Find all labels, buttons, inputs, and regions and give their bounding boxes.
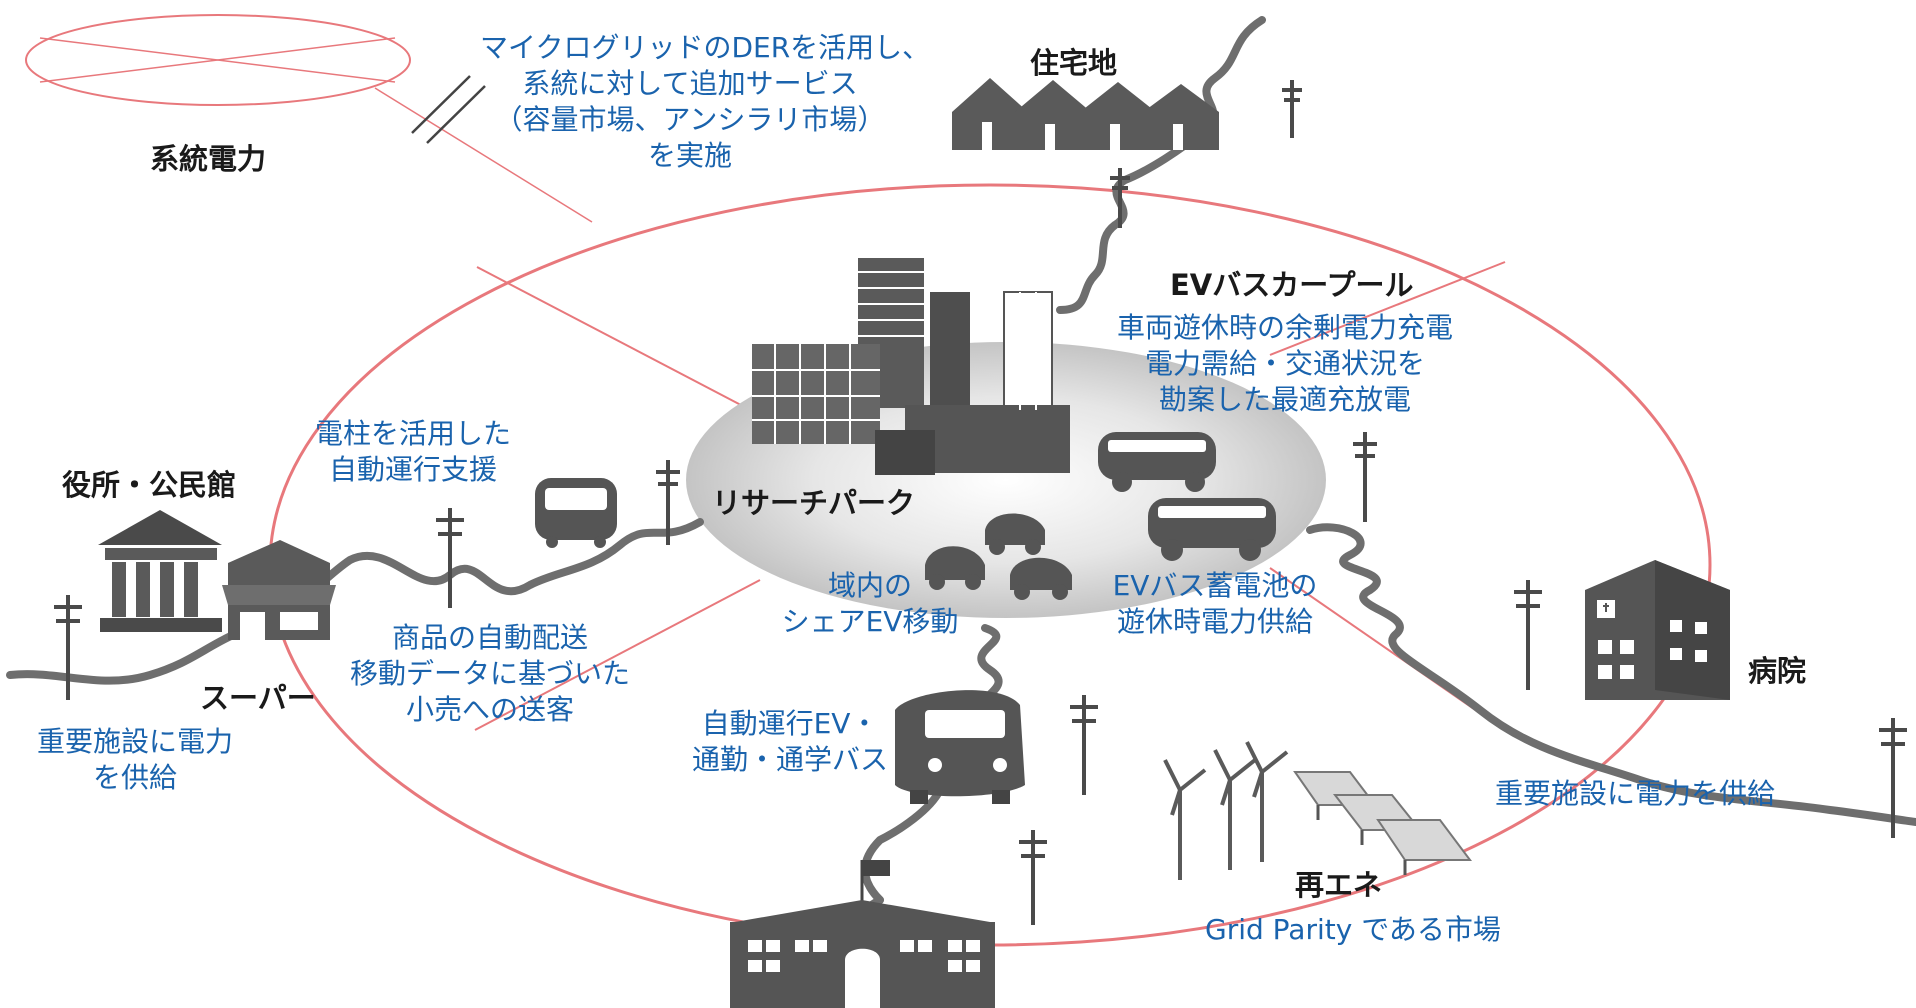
label-supermarket: スーパー (200, 681, 316, 715)
wind-turbine-icon (1163, 741, 1289, 880)
hospital-icon (1585, 560, 1730, 700)
label-critical-right: 重要施設に電力を供給 (1495, 777, 1776, 810)
der-service-line-4: を実施 (647, 139, 732, 172)
shared-ev-line-1: 域内の (827, 569, 912, 602)
label-renewable: 再エネ (1295, 868, 1383, 902)
autonomous-bus-line-1: 自動運行EV・ (701, 707, 879, 740)
critical-left-line-2: を供給 (92, 761, 177, 794)
delivery-line-2: 移動データに基づいた (349, 657, 630, 690)
label-ev-bus-pool: EVバスカープール (1170, 268, 1414, 302)
school-building-icon (730, 860, 995, 1008)
der-service-line-1: マイクログリッドのDERを活用し、 (480, 31, 931, 64)
label-ev-bus-battery: EVバス蓄電池の 遊休時電力供給 (1100, 568, 1330, 640)
der-service-line-3: （容量市場、アンシラリ市場） (494, 103, 886, 136)
label-der-service: マイクログリッドのDERを活用し、 系統に対して追加サービス （容量市場、アンシ… (480, 30, 931, 174)
der-service-line-2: 系統に対して追加サービス (522, 67, 858, 100)
label-delivery: 商品の自動配送 移動データに基づいた 小売への送客 (345, 620, 635, 728)
ev-bus-charge-line-1: 車両遊休時の余剰電力充電 (1116, 311, 1453, 344)
grid-link-icon (374, 75, 593, 223)
label-hospital: 病院 (1748, 654, 1807, 688)
commuter-bus-icon (895, 690, 1025, 804)
houses-icon (952, 78, 1219, 150)
label-ev-bus-charge: 車両遊休時の余剰電力充電 電力需給・交通状況を 勘案した最適充放電 (1085, 310, 1485, 418)
delivery-line-3: 小売への送客 (405, 693, 574, 726)
label-research-park: リサーチパーク (712, 486, 916, 520)
solar-panel-icon (1293, 771, 1472, 875)
label-residential: 住宅地 (1030, 46, 1118, 80)
label-shared-ev: 域内の シェアEV移動 (770, 568, 970, 640)
delivery-line-1: 商品の自動配送 (391, 621, 588, 654)
critical-left-line-1: 重要施設に電力 (36, 725, 233, 758)
ev-bus-battery-line-2: 遊休時電力供給 (1116, 605, 1313, 638)
label-grid-power: 系統電力 (150, 142, 267, 176)
ev-bus-charge-line-2: 電力需給・交通状況を (1144, 347, 1425, 380)
shared-ev-line-2: シェアEV移動 (781, 605, 959, 638)
label-city-hall: 役所・公民館 (62, 468, 237, 502)
autonomous-shuttle-icon (535, 478, 617, 548)
autonomous-bus-line-2: 通勤・通学バス (691, 743, 888, 776)
label-grid-parity: Grid Parity である市場 (1205, 913, 1501, 946)
supermarket-icon (222, 540, 336, 640)
label-autonomous-bus: 自動運行EV・ 通勤・通学バス (690, 706, 890, 778)
ev-bus-charge-line-3: 勘案した最適充放電 (1158, 383, 1411, 416)
grid-power-icon (25, 14, 411, 106)
utility-pole-icon (54, 80, 1907, 925)
pole-autonomous-line-2: 自動運行支援 (328, 453, 497, 486)
city-hall-icon (98, 510, 222, 632)
shared-ev-car-icon (925, 513, 1072, 600)
research-buildings-icon (752, 258, 1070, 475)
ev-bus-battery-line-1: EVバス蓄電池の (1112, 569, 1318, 602)
ev-bus-windows-icon (1108, 440, 1266, 518)
label-critical-left: 重要施設に電力 を供給 (20, 724, 250, 796)
pole-autonomous-line-1: 電柱を活用した (314, 417, 511, 450)
label-pole-autonomous: 電柱を活用した 自動運行支援 (308, 416, 518, 488)
